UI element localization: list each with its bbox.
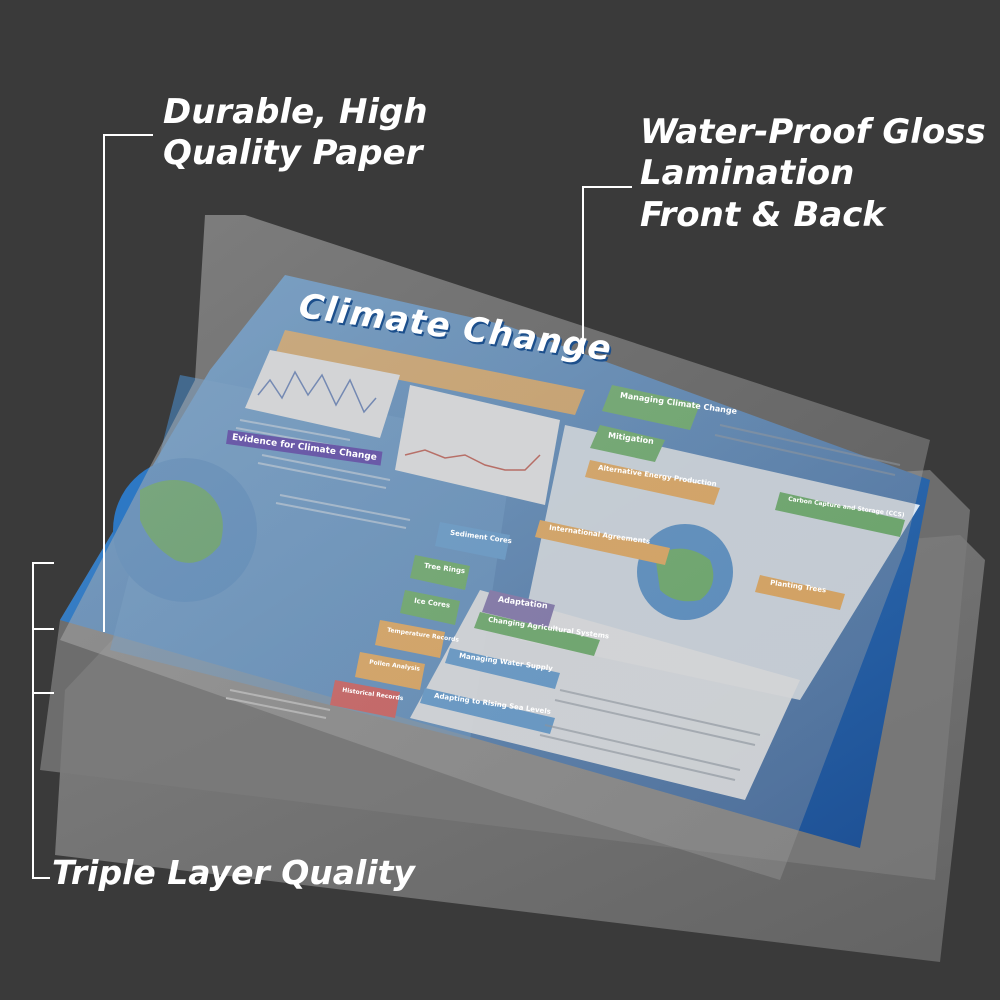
callout-paper-connector-h: [103, 134, 153, 136]
callout-paper: Durable, High Quality Paper: [163, 92, 428, 175]
callout-paper-connector-v: [103, 134, 105, 632]
callout-paper-line-2: Quality Paper: [163, 133, 423, 174]
layers-bracket-tick-4: [32, 877, 50, 879]
callout-paper-line-1: Durable, High: [163, 92, 428, 132]
callout-lamination-connector-v: [582, 186, 584, 354]
layers-bracket-tick-3: [32, 692, 54, 694]
callout-layers-text: Triple Layer Quality: [52, 853, 415, 892]
layers-bracket-tick-1: [32, 562, 54, 564]
callout-lamination-line-1: Water-Proof Gloss: [640, 112, 986, 152]
layers-bracket-v: [32, 562, 34, 878]
callout-layers: Triple Layer Quality: [52, 853, 415, 893]
callout-lamination-line-3: Front & Back: [640, 194, 886, 235]
top-laminate-sheet: [60, 215, 930, 880]
callout-lamination: Water-Proof Gloss Lamination Front & Bac…: [640, 112, 986, 236]
callout-lamination-connector-h: [582, 186, 632, 188]
callout-lamination-line-2: Lamination: [640, 153, 855, 194]
layers-bracket-tick-2: [32, 628, 54, 630]
